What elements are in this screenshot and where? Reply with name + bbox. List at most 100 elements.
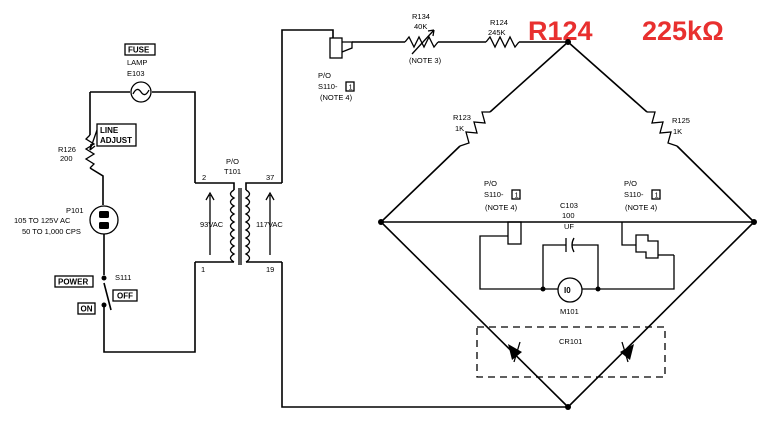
power-label-box bbox=[54, 275, 94, 288]
s110-switch-top: P/O S110- 1 (NOTE 4) bbox=[318, 37, 355, 102]
meter-icon bbox=[557, 277, 583, 303]
wire bbox=[542, 244, 566, 289]
s111-ref: S111 bbox=[115, 273, 131, 282]
switch-icon bbox=[635, 234, 659, 259]
junction-dot bbox=[595, 286, 601, 292]
switch-contact bbox=[341, 41, 353, 53]
s110-box bbox=[345, 81, 355, 92]
highlight-value: 225kΩ bbox=[642, 16, 724, 46]
line-adjust-box bbox=[96, 123, 137, 147]
r126-ref: R126 bbox=[58, 145, 76, 154]
s110-right-note: (NOTE 4) bbox=[625, 203, 658, 212]
meter-section: P/O S110- 1 (NOTE 4) C103 100 UF I0 M101… bbox=[479, 179, 675, 316]
on-label: ON bbox=[81, 305, 93, 314]
c103-ref: C103 bbox=[560, 201, 578, 210]
resistor-icon bbox=[647, 111, 678, 147]
line-label: LINE bbox=[100, 126, 119, 135]
lamp-ref: E103 bbox=[127, 69, 145, 78]
plug-pin-top bbox=[99, 211, 109, 218]
bridge-section: R123 1K R125 1K CR101 bbox=[378, 39, 757, 410]
r125-value: 1K bbox=[673, 127, 682, 136]
s110-right-num: 1 bbox=[655, 191, 659, 200]
voltage-117: 117VAC bbox=[256, 220, 283, 229]
resistor-icon bbox=[404, 35, 439, 49]
voltage-93: 93VAC bbox=[200, 220, 224, 229]
wire bbox=[281, 262, 568, 408]
lamp-icon bbox=[130, 81, 152, 103]
wire bbox=[567, 221, 755, 408]
diode-icon bbox=[620, 344, 634, 360]
primary-winding bbox=[229, 189, 236, 263]
wire bbox=[621, 222, 636, 246]
s110-note: (NOTE 4) bbox=[320, 93, 353, 102]
wire bbox=[479, 235, 558, 290]
junction-dot bbox=[378, 219, 384, 225]
s110-po: P/O bbox=[318, 71, 331, 80]
switch-icon bbox=[507, 221, 522, 245]
wire bbox=[380, 221, 569, 408]
lamp-label: LAMP bbox=[127, 58, 147, 67]
wire bbox=[195, 182, 235, 190]
r126-value: 200 bbox=[60, 154, 73, 163]
voltage-arrow-secondary bbox=[265, 191, 275, 255]
pin-2: 2 bbox=[202, 173, 206, 182]
junction-dot bbox=[540, 286, 546, 292]
s110-left-label: S110- bbox=[484, 190, 504, 199]
adjust-label: ADJUST bbox=[100, 136, 132, 145]
cr101-dashed-box bbox=[476, 326, 666, 378]
lamp-filament bbox=[132, 88, 150, 96]
plug-icon bbox=[89, 205, 119, 235]
potentiometer-arrow bbox=[411, 29, 435, 55]
on-label-box bbox=[77, 302, 96, 315]
diode-icon bbox=[508, 344, 522, 360]
r125-ref: R125 bbox=[672, 116, 690, 125]
switch-contact-bottom bbox=[101, 302, 107, 308]
junction-dot bbox=[751, 219, 757, 225]
s110-left-note: (NOTE 4) bbox=[485, 203, 518, 212]
diode-bar bbox=[513, 341, 521, 363]
junction-dot bbox=[565, 404, 571, 410]
wire bbox=[103, 262, 196, 353]
plug-pin-bottom bbox=[99, 222, 109, 229]
wire bbox=[89, 167, 104, 205]
off-label: OFF bbox=[117, 292, 133, 301]
s110-left-num: 1 bbox=[515, 191, 519, 200]
c103-unit: UF bbox=[564, 222, 574, 231]
s110-left-box bbox=[511, 189, 521, 200]
meter-label: I0 bbox=[564, 286, 571, 295]
t101-ref: T101 bbox=[224, 167, 241, 176]
junction-dot bbox=[565, 39, 571, 45]
wire bbox=[567, 41, 648, 113]
r123-ref: R123 bbox=[453, 113, 471, 122]
r134-value: 40K bbox=[414, 22, 427, 31]
s110-label: S110- bbox=[318, 82, 338, 91]
p101-range: 105 TO 125V AC bbox=[14, 216, 71, 225]
s110-right-box bbox=[651, 189, 661, 200]
wire bbox=[572, 244, 599, 289]
meter-ref: M101 bbox=[560, 307, 579, 316]
switch-icon bbox=[329, 37, 343, 59]
cr101-label: CR101 bbox=[559, 337, 582, 346]
r123-value: 1K bbox=[455, 124, 464, 133]
wire bbox=[676, 145, 755, 223]
resistor-icon bbox=[485, 35, 520, 49]
pin-19: 19 bbox=[266, 265, 274, 274]
r124-value: 245K bbox=[488, 28, 506, 37]
c103-value: 100 bbox=[562, 211, 575, 220]
resistor-icon bbox=[459, 111, 490, 147]
voltage-arrow-primary bbox=[205, 191, 215, 255]
highlight-ref: R124 bbox=[528, 16, 593, 46]
switch-icon bbox=[103, 282, 112, 311]
line-input-section: FUSE LAMP E103 R126 200 LINE ADJUST P101… bbox=[14, 43, 196, 353]
wire bbox=[281, 29, 334, 183]
fuse-label: FUSE bbox=[128, 46, 150, 55]
s110-box-num: 1 bbox=[349, 83, 353, 92]
pin-37: 37 bbox=[266, 173, 274, 182]
r134-note: (NOTE 3) bbox=[409, 56, 442, 65]
secondary-winding bbox=[244, 189, 251, 263]
diode-bar bbox=[621, 341, 629, 363]
power-label: POWER bbox=[58, 278, 88, 287]
s110-right-po: P/O bbox=[624, 179, 637, 188]
wire bbox=[489, 41, 569, 113]
